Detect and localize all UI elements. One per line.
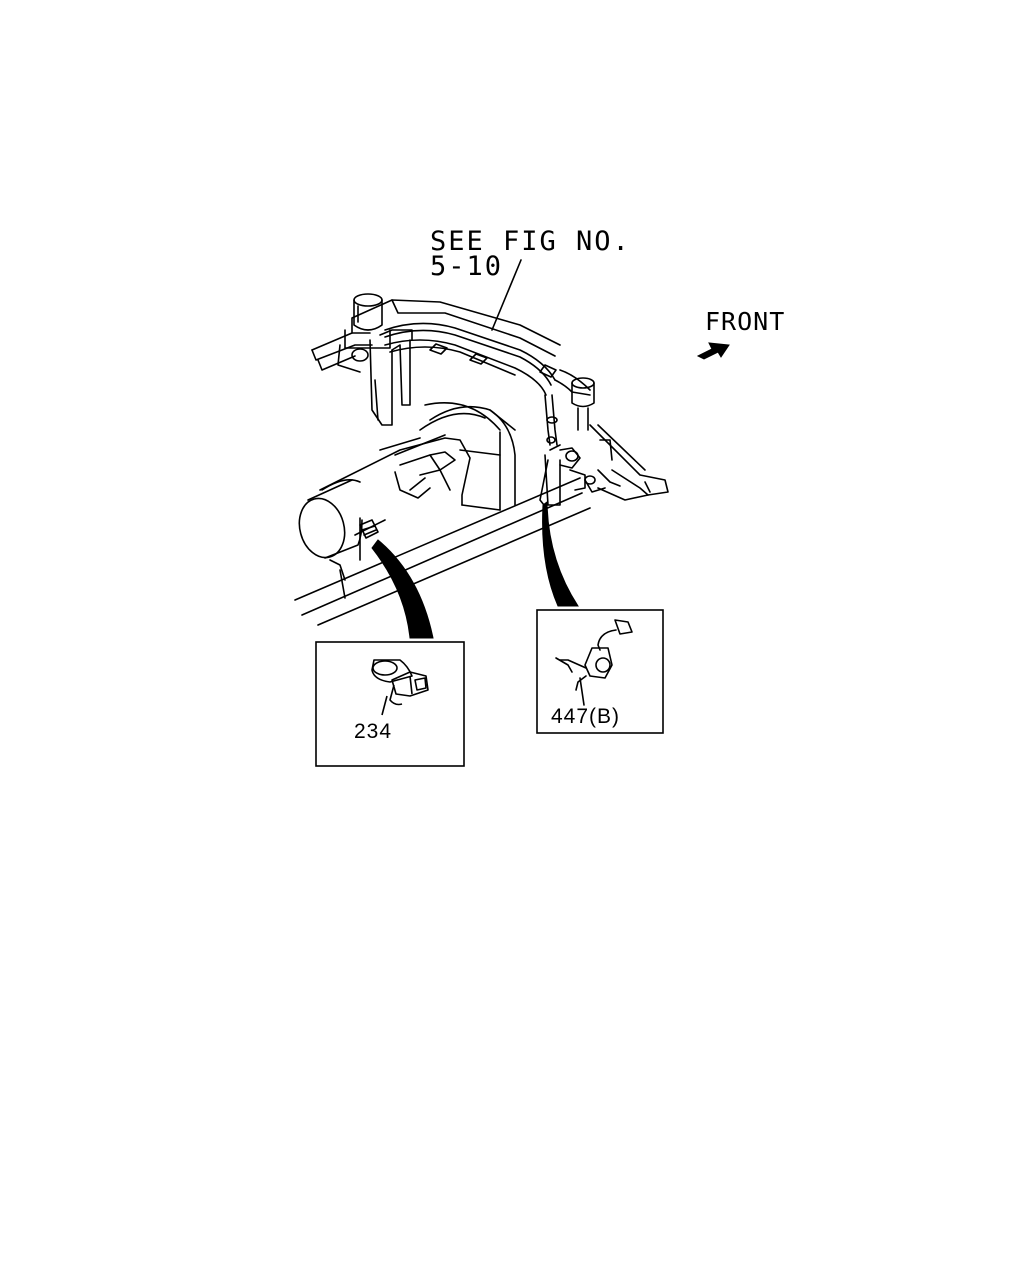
right-reservoir	[571, 377, 595, 431]
callout-pointer-left	[371, 539, 434, 639]
detail-box-234	[315, 641, 465, 767]
right-frame-rail	[584, 424, 669, 501]
lower-frame-rails	[294, 477, 591, 626]
part-number-234[interactable]: 234	[354, 720, 393, 743]
transmission-body	[319, 434, 501, 581]
see-fig-label-line2: 5-10	[430, 251, 504, 282]
front-arrow-icon	[696, 342, 730, 360]
detail-box-447b	[536, 609, 664, 734]
valve-bracket	[539, 444, 596, 506]
transmission-sensor	[359, 519, 379, 539]
sensor-part-icon	[371, 659, 429, 716]
frame-crossmember	[311, 299, 561, 426]
see-fig-label-line1: SEE FIG NO.	[430, 226, 631, 257]
bell-housing	[419, 402, 516, 511]
pipe-run	[384, 322, 591, 446]
rear-housing	[298, 479, 363, 559]
left-reservoir	[344, 293, 391, 362]
switch-part-icon	[555, 619, 633, 706]
part-number-447b[interactable]: 447(B)	[551, 705, 621, 728]
front-label: FRONT	[705, 307, 786, 336]
callout-pointer-right	[542, 501, 579, 607]
see-fig-leader-line	[491, 259, 522, 331]
